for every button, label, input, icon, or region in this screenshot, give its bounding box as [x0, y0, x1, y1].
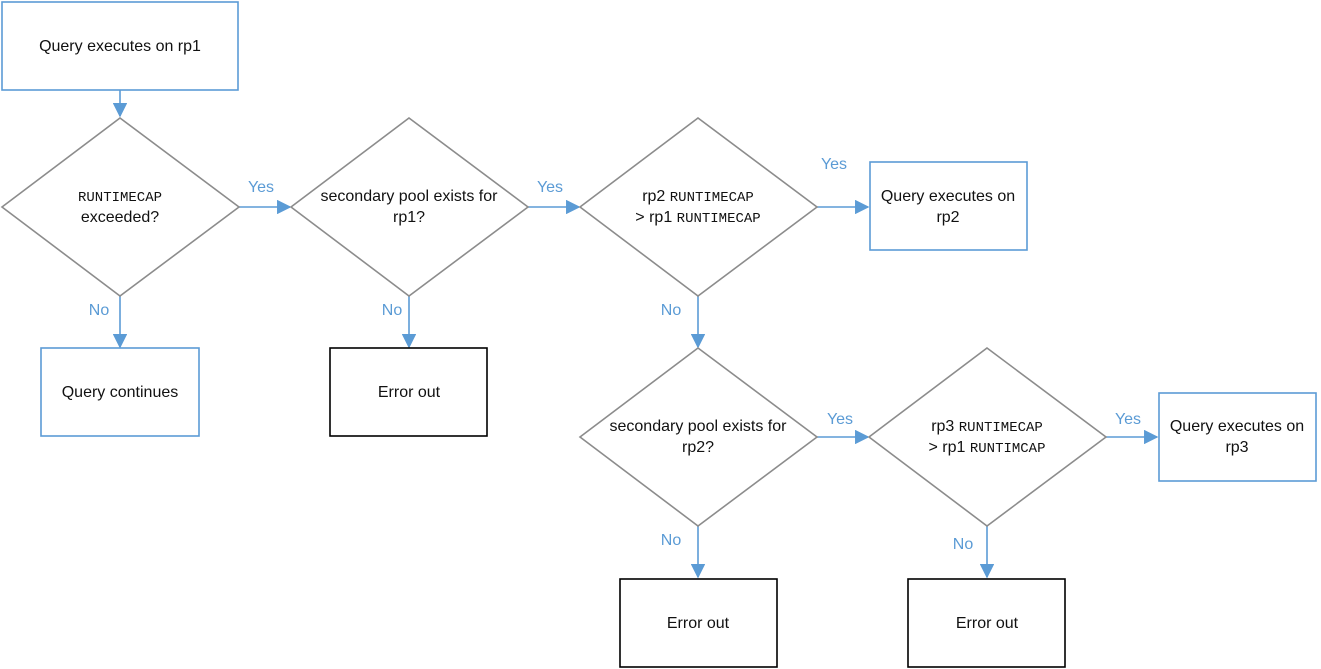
edge-label-d4-yes: Yes [827, 411, 853, 428]
decision-4-line1: secondary pool exists for [610, 418, 788, 435]
edge-label-d4-no: No [661, 532, 682, 549]
node-error-out-3-label: Error out [956, 615, 1019, 632]
decision-1-text: exceeded? [81, 209, 159, 226]
decision-5-b2: RUNTIMCAP [970, 441, 1046, 457]
node-exec-rp3-line1: Query executes on [1170, 418, 1304, 435]
decision-3-b1: > rp1 [635, 209, 672, 226]
decision-secondary-pool-rp2: secondary pool exists for rp2? [578, 346, 819, 528]
decision-secondary-pool-rp1: secondary pool exists for rp1? [289, 116, 530, 298]
node-error-out-1-label: Error out [378, 384, 441, 401]
edge-label-d2-no: No [382, 302, 403, 319]
edge-label-d5-yes: Yes [1115, 411, 1141, 428]
decision-5-a1: rp3 [931, 418, 954, 435]
edge-label-d3-yes: Yes [821, 156, 847, 173]
decision-3-a1: rp2 [642, 188, 665, 205]
decision-4-line2: rp2? [682, 439, 714, 456]
node-query-continues: Query continues [40, 347, 200, 437]
connectors [112, 90, 1159, 579]
node-error-out-2: Error out [619, 578, 778, 668]
decision-3-b2: RUNTIMECAP [677, 211, 761, 227]
node-error-out-2-label: Error out [667, 615, 730, 632]
node-query-executes-rp2: Query executes on rp2 [869, 161, 1028, 251]
edge-label-d5-no: No [953, 536, 974, 553]
node-query-executes-rp3: Query executes on rp3 [1158, 392, 1317, 482]
decision-2-line1: secondary pool exists for [321, 188, 499, 205]
decision-3-line1: rp2 RUNTIMECAP [642, 188, 754, 206]
decision-rp2-vs-rp1: rp2 RUNTIMECAP > rp1 RUNTIMECAP [578, 116, 819, 298]
decision-3-a2: RUNTIMECAP [670, 190, 754, 206]
edge-label-d3-no: No [661, 302, 682, 319]
node-query-continues-label: Query continues [62, 384, 179, 401]
decision-1-code: RUNTIMECAP [78, 190, 162, 206]
decision-5-a2: RUNTIMECAP [959, 420, 1043, 436]
decision-5-b1: > rp1 [929, 439, 966, 456]
node-error-out-1: Error out [329, 347, 488, 437]
node-error-out-3: Error out [907, 578, 1066, 668]
decision-2-line2: rp1? [393, 209, 425, 226]
node-exec-rp2-line1: Query executes on [881, 188, 1015, 205]
decision-runtimecap-exceeded: RUNTIMECAP exceeded? [0, 116, 241, 298]
decision-3-line2: > rp1 RUNTIMECAP [635, 209, 760, 227]
decision-rp3-vs-rp1: rp3 RUNTIMECAP > rp1 RUNTIMCAP [867, 346, 1108, 528]
edge-label-d2-yes: Yes [537, 179, 563, 196]
edge-label-d1-no: No [89, 302, 110, 319]
node-start: Query executes on rp1 [1, 1, 239, 91]
node-start-label: Query executes on rp1 [39, 38, 201, 55]
edge-label-d1-yes: Yes [248, 179, 274, 196]
node-exec-rp2-line2: rp2 [936, 209, 959, 226]
decision-5-line2: > rp1 RUNTIMCAP [929, 439, 1046, 457]
node-exec-rp3-line2: rp3 [1225, 439, 1248, 456]
decision-5-line1: rp3 RUNTIMECAP [931, 418, 1043, 436]
